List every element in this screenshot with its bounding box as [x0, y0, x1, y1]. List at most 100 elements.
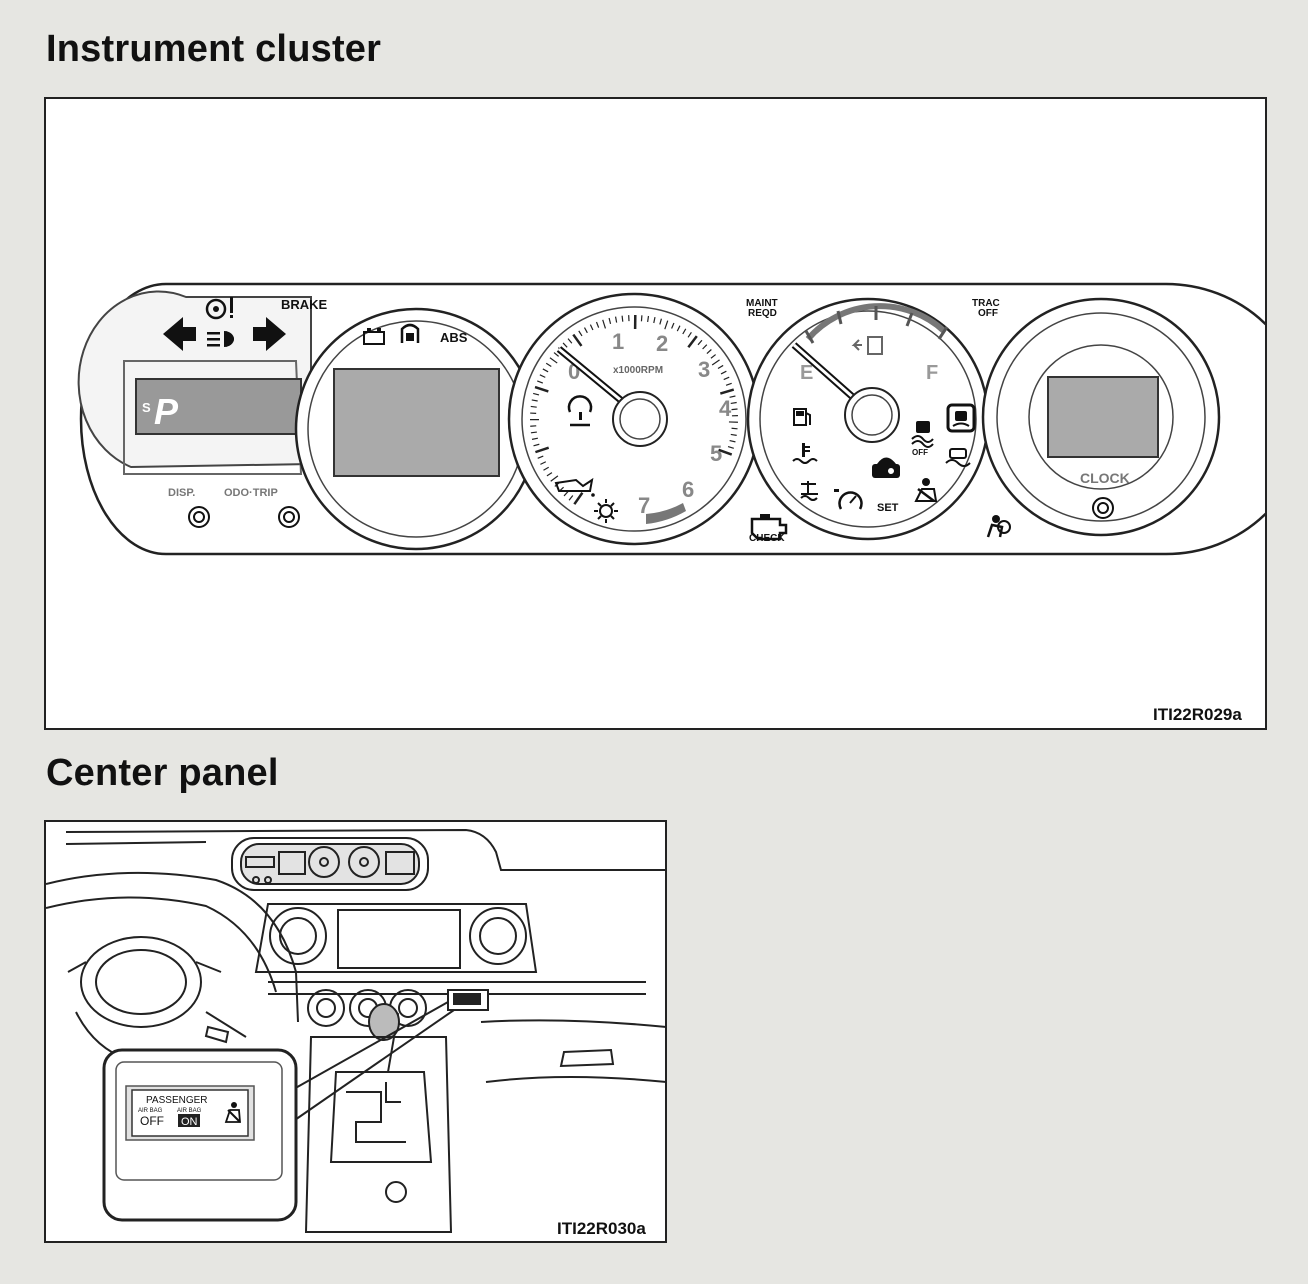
tach-number-6: 6	[682, 477, 694, 502]
airbag-right-label: AIR BAG	[177, 1108, 202, 1114]
tach-tick	[546, 472, 553, 477]
tach-tick	[549, 357, 558, 364]
tach-tick	[567, 338, 573, 344]
tach-tick	[543, 466, 550, 471]
clock-button[interactable]	[1092, 497, 1114, 519]
tach-tick	[563, 491, 569, 497]
skid-icon	[800, 481, 818, 501]
tach-tick	[702, 344, 708, 350]
tach-tick	[621, 315, 624, 322]
center-panel-illustration: PASSENGER AIR BAG AIR BAG OFF ON	[46, 828, 665, 1233]
check-engine-icon	[750, 514, 788, 541]
tach-tick	[553, 352, 559, 357]
tach-tick	[706, 349, 712, 354]
tach-tick	[659, 318, 662, 325]
tach-tick	[530, 431, 537, 434]
fuel-full-label: F	[926, 362, 938, 384]
tach-tick	[531, 437, 539, 440]
odo-trip-button[interactable]	[278, 506, 300, 528]
tach-tick	[731, 408, 738, 411]
center-panel-figure: PASSENGER AIR BAG AIR BAG OFF ON ITI22R0…	[44, 820, 667, 1243]
gear-s-label: S	[142, 400, 151, 415]
airbag-on-label: ON	[181, 1116, 198, 1128]
section-title-center-panel: Center panel	[46, 752, 279, 794]
abs-label: ABS	[440, 330, 468, 345]
clock-display	[1047, 376, 1159, 458]
tach-tick	[718, 448, 733, 456]
cruise-control-icon	[834, 489, 863, 510]
turn-left-arrow-icon	[163, 317, 196, 351]
fuel-empty-label: E	[800, 362, 813, 384]
section-title-instrument-cluster: Instrument cluster	[46, 28, 382, 70]
trac-off-label-line1: TRAC	[972, 298, 1000, 309]
light-on-icon	[594, 499, 618, 523]
oil-pressure-icon	[554, 477, 595, 497]
tach-ticks	[529, 314, 738, 505]
tach-tick	[653, 317, 656, 324]
tach-tick	[719, 388, 735, 395]
fuel-door-icon	[851, 336, 883, 355]
tach-tick	[537, 380, 544, 384]
tach-tick	[540, 461, 547, 465]
tach-tick	[717, 364, 724, 370]
tach-tick	[602, 319, 607, 329]
tach-tick	[573, 492, 584, 505]
turn-right-arrow-icon	[253, 317, 286, 351]
tach-tick	[710, 354, 717, 359]
tach-tick	[572, 333, 583, 347]
airbag-icon	[986, 515, 1011, 538]
brake-label: BRAKE	[281, 297, 328, 312]
passenger-label: PASSENGER	[146, 1095, 208, 1106]
clock-label: CLOCK	[1080, 470, 1130, 486]
fuel-pump-icon	[793, 408, 811, 426]
tach-tick	[711, 359, 720, 366]
figure-code: ITI22R030a	[557, 1219, 646, 1238]
slip-indicator-icon	[946, 403, 976, 433]
tach-tick	[729, 439, 736, 443]
tach-tick	[589, 324, 594, 331]
airbag-left-label: AIR BAG	[138, 1108, 163, 1114]
tach-tick	[720, 370, 727, 375]
tach-tick	[578, 330, 583, 337]
disp-button[interactable]	[188, 506, 210, 528]
tach-tick	[730, 401, 737, 405]
figure-code: ITI22R029a	[1153, 705, 1242, 724]
battery-charge-icon	[363, 328, 385, 345]
tach-tick	[583, 327, 588, 334]
tach-tick	[725, 382, 732, 386]
gear-p-label: P	[154, 391, 179, 432]
tach-tick	[730, 433, 737, 436]
security-key-icon	[872, 457, 900, 478]
fuel-gauge-arc	[805, 303, 947, 341]
trac-icon	[945, 448, 971, 467]
tach-tick	[687, 331, 692, 338]
maint-reqd-label-line1: MAINT	[746, 298, 778, 309]
tach-tick	[697, 339, 703, 346]
maint-reqd-label-line2: REQD	[748, 308, 777, 319]
tach-tick	[729, 395, 736, 398]
tach-tick	[533, 443, 540, 447]
tach-tick	[539, 374, 546, 378]
tach-tick	[542, 368, 549, 373]
disp-label: DISP.	[168, 487, 195, 499]
tach-tick	[530, 405, 537, 408]
multi-info-display	[333, 368, 500, 477]
tach-tick	[647, 315, 650, 323]
tach-number-5: 5	[710, 441, 722, 466]
tach-tick	[531, 399, 538, 402]
tach-tick	[676, 325, 681, 332]
tach-tick	[727, 446, 734, 449]
tach-tick	[682, 328, 687, 335]
tach-number-4: 4	[719, 396, 732, 421]
tach-number-3: 3	[698, 357, 710, 382]
tach-redline	[646, 503, 686, 524]
vsc-off-label: OFF	[912, 448, 928, 457]
gear-display	[135, 378, 302, 435]
tach-tick	[671, 322, 675, 329]
tach-tick	[533, 392, 540, 396]
tach-number-2: 2	[656, 331, 668, 356]
tach-tick	[568, 495, 574, 501]
instrument-cluster-illustration: S P BRAKE DISP. ODO·TRIP	[77, 282, 1265, 556]
seat-belt-icon	[914, 478, 938, 502]
airbag-off-label: OFF	[140, 1114, 164, 1128]
